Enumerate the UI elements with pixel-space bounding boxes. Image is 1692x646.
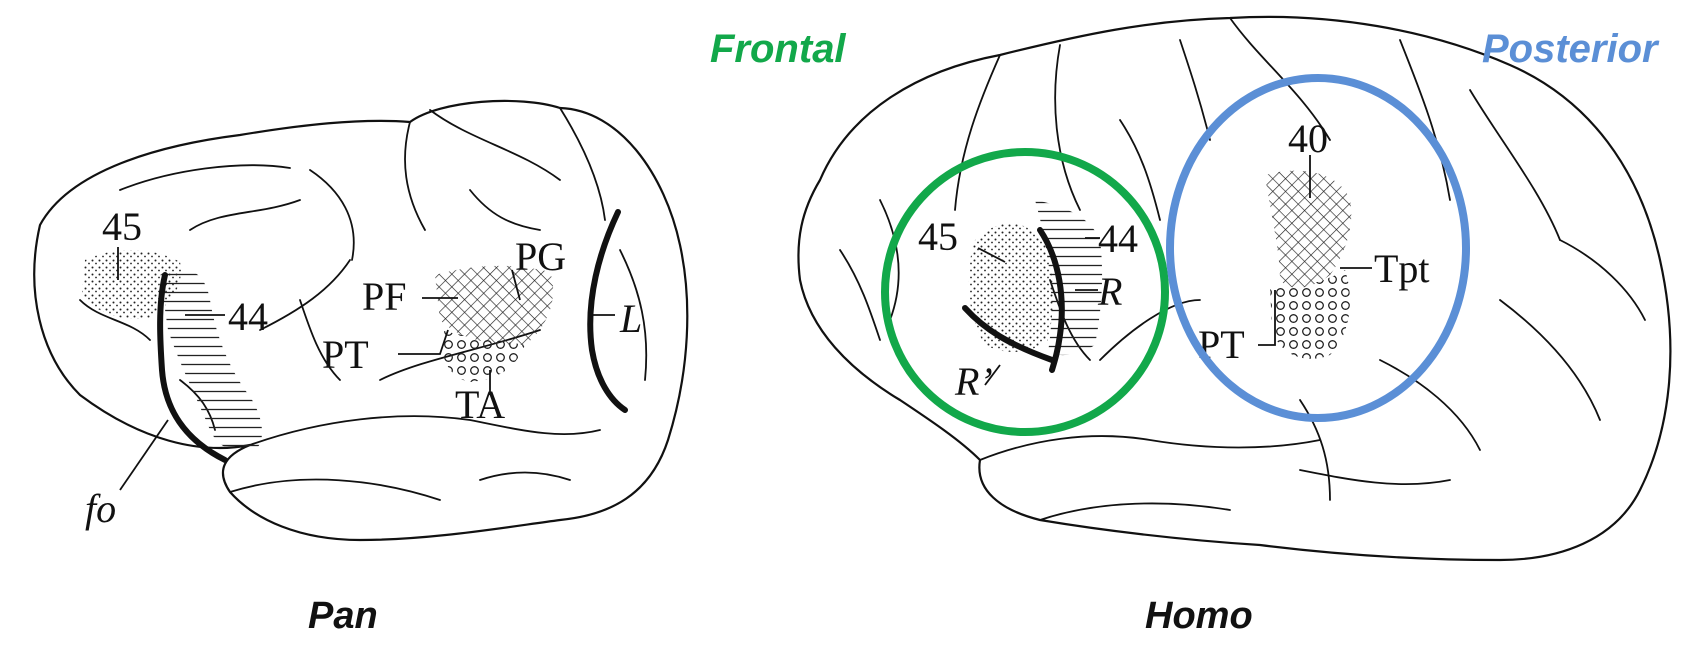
frontal-region-label: Frontal [710, 27, 846, 71]
pan-label-44: 44 [228, 294, 268, 339]
homo-label-r: R [1097, 269, 1122, 314]
homo-brain: 45 44 R R’ 40 Tpt PT [798, 17, 1670, 560]
posterior-region-label: Posterior [1482, 27, 1660, 71]
pan-label-pt: PT [322, 332, 369, 377]
homo-area-45 [968, 224, 1052, 352]
pan-label-ta: TA [455, 382, 505, 427]
homo-label-40: 40 [1288, 116, 1328, 161]
homo-label-44: 44 [1098, 216, 1138, 261]
homo-label-tpt: Tpt [1374, 246, 1430, 291]
homo-label-45: 45 [918, 214, 958, 259]
pan-label-fo: fo [85, 486, 116, 531]
caption-pan: Pan [308, 595, 378, 637]
pan-brain: 45 44 fo PF PG PT TA L [34, 101, 687, 540]
pan-label-45: 45 [102, 204, 142, 249]
homo-label-rprime: R’ [954, 359, 993, 404]
pan-label-pg: PG [515, 234, 566, 279]
homo-brain-outline [798, 17, 1670, 560]
pan-label-pf: PF [362, 274, 407, 319]
pan-label-l: L [619, 296, 642, 341]
caption-homo: Homo [1145, 595, 1253, 637]
